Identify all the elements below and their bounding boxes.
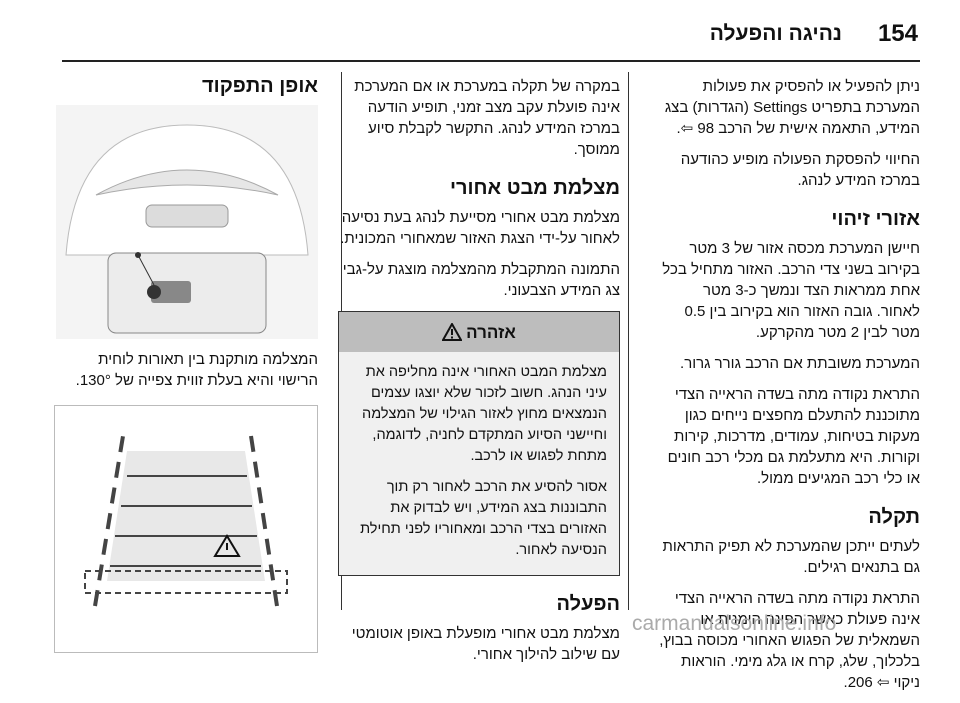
paragraph: מצלמת מבט אחורי מסייעת לנהג בעת נסיעה לא…	[340, 209, 620, 247]
column-divider-right	[628, 72, 629, 610]
middle-column: במקרה של תקלה במערכת או אם המערכת אינה פ…	[338, 76, 620, 675]
heading-activation: הפעלה	[556, 593, 620, 615]
section-title: נהיגה והפעלה	[709, 22, 842, 45]
watermark: carmanualsonline.info	[632, 612, 837, 635]
right-column: ניתן להפעיל או להפסיק את פעולות המערכת ב…	[658, 76, 920, 703]
warning-header: אזהרה	[339, 312, 619, 352]
page-number: 154	[877, 20, 918, 47]
paragraph: החיווי להפסקת הפעולה מופיע כהודעה במרכז …	[680, 151, 920, 189]
warning-title: אזהרה	[466, 322, 516, 342]
paragraph: מצלמת מבט אחורי מופעלת באופן אוטומטי עם …	[351, 625, 620, 663]
warning-triangle-icon	[442, 323, 463, 341]
paragraph: לעתים ייתכן שהמערכת לא תפיק התראות גם בת…	[662, 538, 920, 576]
warning-text: אסור להסיע את הרכב לאחור רק תוך התבוננות…	[360, 479, 607, 558]
paragraph: התמונה המתקבלת מהמצלמה מוצגת על-גבי צג ה…	[342, 261, 620, 299]
paragraph: התראת נקודה מתה בשדה הראייה הצדי אינה פע…	[659, 590, 920, 691]
paragraph: המערכת משובתת אם הרכב גורר גרור.	[680, 355, 920, 372]
rear-camera-display-illustration	[54, 405, 318, 653]
camera-caption: המצלמה מותקנת בין תאורות לוחית הרישוי וה…	[75, 351, 318, 389]
warning-text: מצלמת המבט האחורי אינה מחליפה את עיני הנ…	[362, 364, 607, 464]
heading-function: אופן התפקוד	[202, 75, 318, 97]
heading-detection-zones: אזורי זיהוי	[831, 208, 920, 230]
paragraph: חיישן המערכת מכסה אזור של 3 מטר בקירוב ב…	[662, 240, 920, 341]
page-header: 154 נהיגה והפעלה	[0, 14, 960, 54]
car-rear-camera-photo	[56, 105, 318, 339]
paragraph: התראת נקודה מתה בשדה הראייה הצדי מתוכננת…	[667, 386, 920, 487]
heading-fault: תקלה	[868, 506, 920, 528]
paragraph: ניתן להפעיל או להפסיק את פעולות המערכת ב…	[664, 78, 920, 137]
warning-box: אזהרה מצלמת המבט האחורי אינה מחליפה את ע…	[338, 311, 620, 576]
paragraph: במקרה של תקלה במערכת או אם המערכת אינה פ…	[354, 78, 620, 158]
header-rule	[62, 60, 920, 62]
left-column: אופן התפקוד המצלמה מותקנת בין תאורות לוח…	[54, 75, 318, 653]
heading-rear-camera: מצלמת מבט אחורי	[449, 177, 620, 199]
